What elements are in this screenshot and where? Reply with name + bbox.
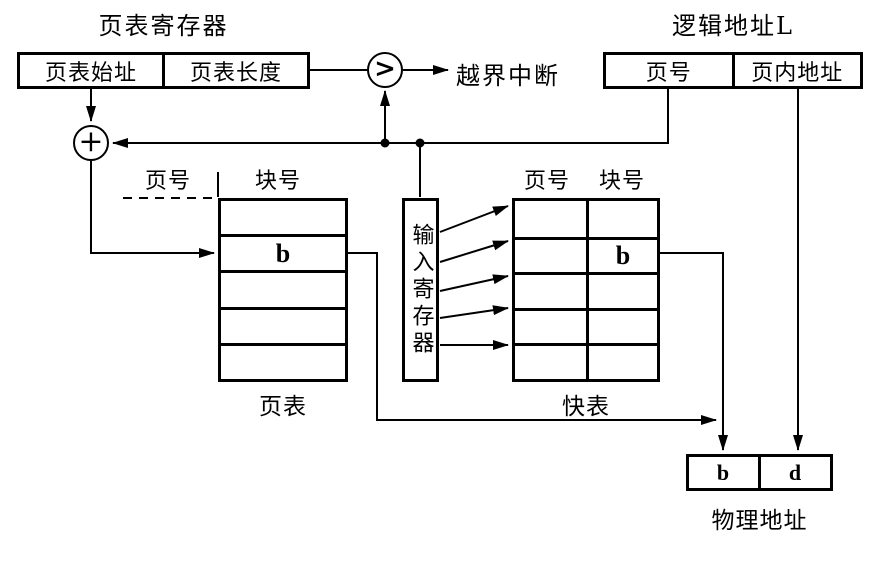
wire-tlb-to-physical-b bbox=[660, 252, 728, 451]
logical-page-number-field: 页号 bbox=[645, 60, 692, 86]
page-table-length-field: 页表长度 bbox=[162, 55, 307, 86]
tlb-cell bbox=[586, 343, 657, 379]
logical-address-box: 页号 页内地址 bbox=[603, 52, 863, 89]
tlb-cell bbox=[515, 236, 586, 273]
page-table-row bbox=[221, 270, 345, 306]
wire-register-to-tlb-2 bbox=[439, 240, 509, 263]
logical-address-title: 逻辑地址L bbox=[672, 12, 794, 40]
page-table-row bbox=[221, 201, 345, 234]
junction-dot-comparator bbox=[380, 138, 390, 148]
physical-block-field: b bbox=[716, 459, 731, 485]
tlb-cell bbox=[586, 272, 657, 308]
tlb-header-page: 页号 bbox=[523, 169, 570, 194]
page-table-header-page: 页号 bbox=[144, 169, 191, 194]
tlb-table: b bbox=[512, 198, 660, 382]
tlb-cell-b: b bbox=[586, 236, 657, 273]
page-table-register-title: 页表寄存器 bbox=[98, 12, 229, 40]
page-table-start-field: 页表始址 bbox=[44, 60, 137, 86]
tlb-header-block: 块号 bbox=[598, 169, 645, 194]
wire-register-to-tlb-4 bbox=[439, 305, 509, 319]
physical-offset-field: d bbox=[758, 457, 830, 488]
physical-address-box: b d bbox=[686, 454, 833, 491]
tlb-cell bbox=[586, 307, 657, 344]
input-register-label: 输入寄存器 bbox=[408, 222, 434, 358]
tlb-caption: 快表 bbox=[562, 394, 610, 420]
logical-offset-field: 页内地址 bbox=[731, 55, 861, 86]
tlb-cell bbox=[515, 201, 586, 237]
out-of-bounds-interrupt-label: 越界中断 bbox=[456, 62, 560, 90]
adder-circle: + bbox=[73, 124, 109, 161]
physical-address-caption: 物理地址 bbox=[711, 508, 808, 534]
wire-register-to-tlb-1 bbox=[439, 205, 509, 233]
wire-register-to-tlb-3 bbox=[439, 274, 509, 292]
page-table-caption: 页表 bbox=[259, 394, 307, 420]
comparator-circle: > bbox=[367, 52, 403, 88]
page-table-register-box: 页表始址 页表长度 bbox=[17, 52, 310, 89]
page-table-header-block: 块号 bbox=[254, 169, 301, 194]
wire-pageno-to-adder bbox=[112, 88, 669, 148]
tlb-cell bbox=[515, 272, 586, 308]
tlb-cell bbox=[515, 307, 586, 344]
page-table: b bbox=[218, 198, 348, 382]
page-table-row-b: b bbox=[221, 234, 345, 270]
page-table-row bbox=[221, 306, 345, 343]
tlb-cell bbox=[586, 201, 657, 237]
input-register-box: 输入寄存器 bbox=[402, 198, 439, 382]
page-table-row bbox=[221, 342, 345, 379]
tlb-cell bbox=[515, 343, 586, 379]
junction-dot-register bbox=[415, 138, 425, 148]
